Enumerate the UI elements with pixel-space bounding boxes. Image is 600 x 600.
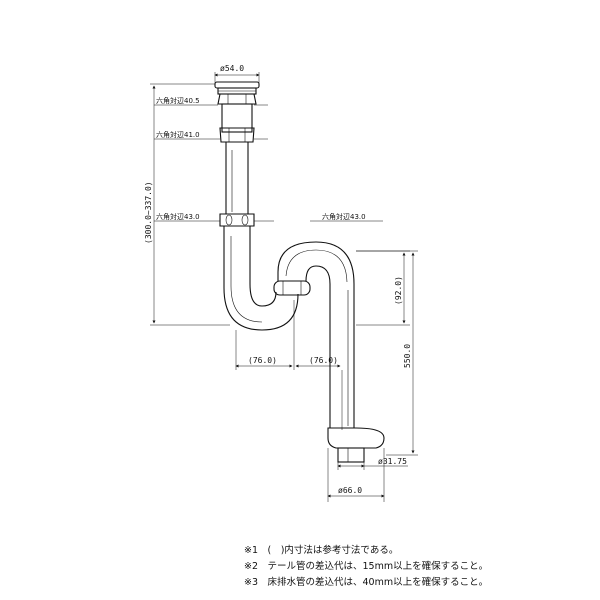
union-nut — [273, 280, 311, 296]
note-2: ※2 テール管の差込代は、15mm以上を確保すること。 — [244, 561, 489, 572]
dim-hex-40-5: 六角対辺40.5 — [156, 96, 200, 105]
pipe-assembly — [214, 81, 385, 463]
dim-horizontal-right: (76.0) — [309, 356, 338, 365]
dimension-lines — [150, 72, 418, 502]
floor-flange — [327, 427, 385, 449]
dim-base-diameter: ø66.0 — [338, 486, 362, 495]
dim-horizontal-left: (76.0) — [248, 356, 277, 365]
hex-nut-40-5 — [217, 93, 257, 105]
dim-height-range: (300.0~337.0) — [144, 181, 153, 244]
hex-nut-41-0 — [219, 127, 255, 143]
dim-hex-41-0: 六角対辺41.0 — [156, 130, 200, 139]
notes-block: ※1 ( )内寸法は参考寸法である。 ※2 テール管の差込代は、15mm以上を確… — [244, 543, 594, 591]
note-3: ※3 床排水管の差込代は、40mm以上を確保すること。 — [244, 577, 489, 588]
hex-nut-43-0-left — [219, 213, 255, 227]
dim-hex-43-0-right: 六角対辺43.0 — [322, 212, 366, 221]
dim-top-diameter: ø54.0 — [220, 64, 244, 73]
drain-cap — [214, 81, 260, 89]
dim-trap-depth: (92.0) — [394, 276, 403, 305]
trap-u-bend — [223, 226, 299, 331]
dim-total-height: 550.0 — [403, 344, 412, 368]
dim-drain-diameter: ø31.75 — [378, 457, 407, 466]
floor-drain-pipe — [337, 447, 365, 463]
note-1: ※1 ( )内寸法は参考寸法である。 — [244, 545, 399, 556]
dim-hex-43-0-left: 六角対辺43.0 — [156, 212, 200, 221]
